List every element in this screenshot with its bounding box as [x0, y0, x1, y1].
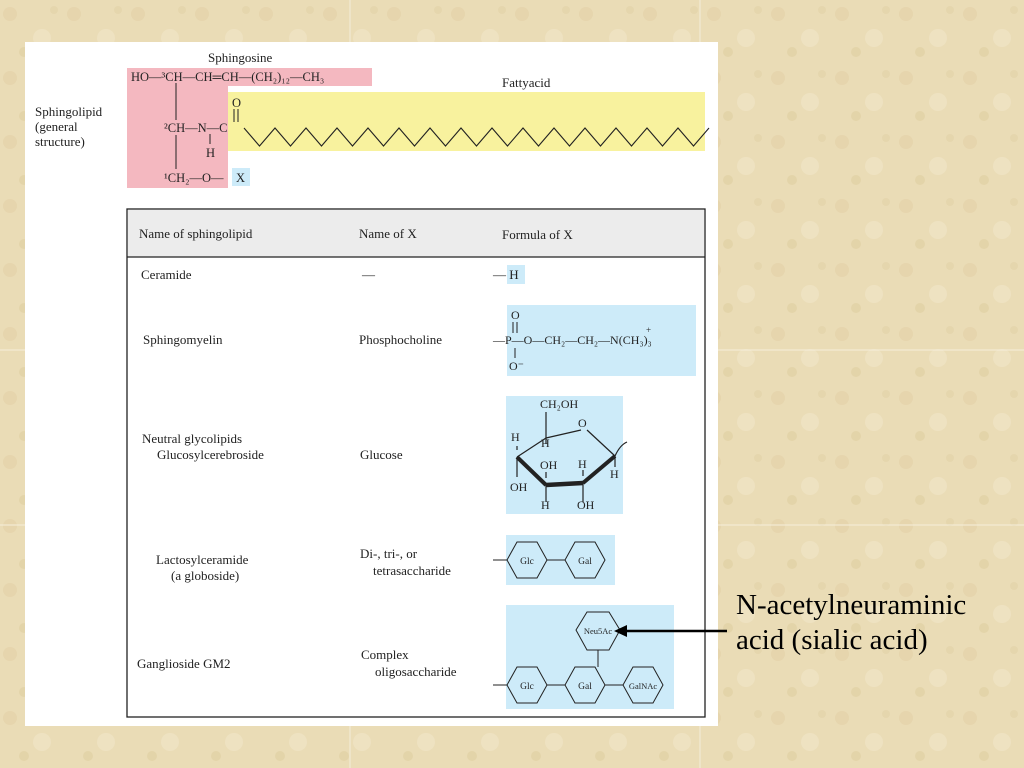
c2-line: ²CH—N—C [164, 121, 227, 135]
glucose-h-c4: H [511, 430, 520, 444]
ceramide-formula: — H [492, 267, 519, 282]
glucose-ring-o: O [578, 416, 587, 430]
glucose-oh-c3: OH [540, 458, 558, 472]
sphingosine-highlight-stem [127, 86, 228, 188]
phospho-plus: + [646, 325, 651, 335]
row-lactosyl-x-line2: tetrasaccharide [373, 563, 451, 578]
sphingolipid-label-line2: (general [35, 119, 78, 134]
gal-label: Gal [578, 557, 592, 567]
sphingolipid-diagram: Sphingolipid (general structure) Sphingo… [35, 50, 710, 718]
header-x-formula: Formula of X [502, 227, 573, 242]
row-sphingomyelin-x: Phosphocholine [359, 332, 442, 347]
amide-h: H [206, 146, 215, 160]
header-name: Name of sphingolipid [139, 226, 253, 241]
table-header-row [128, 210, 704, 257]
sphingosine-label: Sphingosine [208, 50, 273, 65]
glucose-oh-c4: OH [510, 480, 528, 494]
sphingosine-chain: HO—³CH—CH═CH—(CH₂)₁₂—CH₃ [131, 70, 324, 84]
glc-label: Glc [520, 557, 534, 567]
fatty-acid-zigzag [243, 127, 710, 147]
galnac-hexagon: GalNAc [622, 666, 664, 704]
phosphocholine-highlight [507, 305, 696, 376]
glucose-ch2oh: CH₂OH [540, 397, 579, 411]
fatty-acid-label: Fattyacid [502, 75, 551, 90]
glucose-highlight [506, 396, 623, 514]
glucose-h-c2: H [578, 457, 587, 471]
neu5ac-label: Neu5Ac [584, 626, 613, 636]
ceramide-h-highlight [507, 265, 525, 284]
sphingosine-highlight [127, 68, 372, 86]
row-ceramide-x: — [361, 267, 376, 282]
x-highlight [232, 168, 250, 186]
row-glucosylcerebroside-name: Glucosylcerebroside [157, 447, 264, 462]
fatty-acid-highlight [228, 92, 705, 151]
glucose-h-c5: H [541, 436, 550, 450]
carbonyl-oxygen: O [232, 96, 241, 110]
gm2-glc-label: Glc [520, 682, 534, 692]
row-globoside-name: (a globoside) [171, 568, 239, 583]
row-ceramide-name: Ceramide [141, 267, 192, 282]
glucose-oh-c2: OH [577, 498, 595, 512]
row-sphingomyelin-name: Sphingomyelin [143, 332, 223, 347]
row-ganglioside-x-line1: Complex [361, 647, 409, 662]
glucose-ring [515, 412, 628, 502]
row-neutral-glycolipids-name: Neutral glycolipids [142, 431, 242, 446]
c1-line: ¹CH₂—O— [164, 171, 224, 185]
gal-hexagon: Gal [564, 541, 606, 579]
row-ganglioside-x-line2: oligosaccharide [375, 664, 457, 679]
phospho-o-minus: O⁻ [509, 359, 524, 373]
glucose-h-c3: H [541, 498, 550, 512]
phospho-o-top: O [511, 308, 520, 322]
phosphocholine-chain: —P—O—CH₂—CH₂—N(CH₃)₃ [492, 333, 652, 347]
header-x-name: Name of X [359, 226, 417, 241]
x-group-label: X [236, 171, 245, 185]
galnac-label: GalNAc [629, 681, 658, 691]
callout-line1: N-acetylneuraminic [736, 589, 967, 621]
sphingolipid-label-line1: Sphingolipid [35, 104, 103, 119]
row-lactosylceramide-name: Lactosylceramide [156, 552, 249, 567]
table-frame [126, 208, 706, 718]
row-lactosyl-x-line1: Di-, tri-, or [360, 546, 418, 561]
sphingolipid-label-line3: structure) [35, 134, 85, 149]
glucose-h-c1: H [610, 467, 619, 481]
row-ganglioside-name: Ganglioside GM2 [137, 656, 231, 671]
sphingolipid-figure: Sphingolipid (general structure) Sphingo… [25, 42, 718, 726]
row-glucose-x: Glucose [360, 447, 403, 462]
callout-line2: acid (sialic acid) [736, 624, 928, 656]
sialic-acid-callout: N-acetylneuraminic acid (sialic acid) [736, 588, 1021, 658]
gm2-gal-label: Gal [578, 682, 592, 692]
